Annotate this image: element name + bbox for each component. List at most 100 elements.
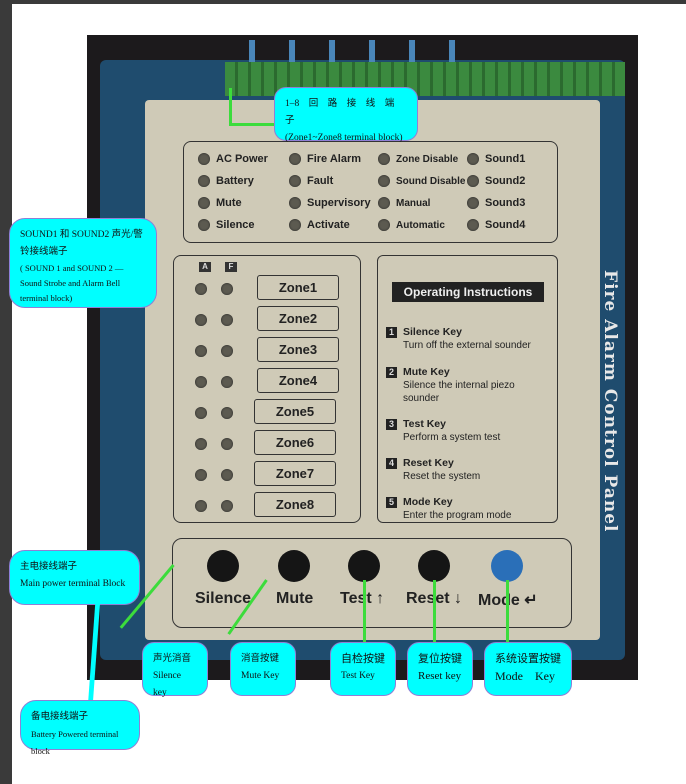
indicator-led: Sound4 [467,219,525,231]
arrow-reset [433,580,436,644]
alarm-led-icon [195,500,207,512]
callout-en: Mode Key [495,669,555,683]
page-edge [0,0,12,784]
instruction-desc: Enter the program mode [403,510,512,521]
callout-main-power: 主电接线端子 Main power terminal Block [9,550,140,605]
alarm-led-icon [195,283,207,295]
led-icon [198,197,210,209]
indicator-panel [183,141,558,243]
callout-cn: SOUND1 和 SOUND2 声光/警铃接线端子 [20,230,143,257]
callout-sound-terminals: SOUND1 和 SOUND2 声光/警铃接线端子 ( SOUND 1 and … [9,218,157,308]
indicator-label: Sound4 [485,219,526,231]
indicator-led: Fire Alarm [289,153,361,165]
fault-led-icon [221,469,233,481]
indicator-label: Sound3 [485,197,526,209]
indicator-led: Manual [378,197,430,209]
callout-cn: 1–8 回 路 接 线 端 子 [285,99,404,126]
indicator-led: Activate [289,219,350,231]
number-badge: 5 [386,497,397,508]
callout-en: Silence key [153,671,181,698]
callout-cn: 主电接线端子 [20,562,78,572]
indicator-led: Sound1 [467,153,525,165]
led-icon [467,153,479,165]
indicator-led: Mute [198,197,242,209]
zone-leds [195,438,247,450]
indicator-led: Fault [289,175,333,187]
fault-led-icon [221,376,233,388]
zone-label: Zone4 [257,368,339,393]
mute-key[interactable] [278,550,310,582]
zone-label: Zone5 [254,399,336,424]
silence-key[interactable] [207,550,239,582]
led-icon [289,153,301,165]
zone-panel [173,255,361,523]
test-key[interactable] [348,550,380,582]
test-key-label: Test ↑ [340,590,385,607]
instruction-desc: Turn off the external sounder [403,340,531,351]
instructions-panel [377,255,558,523]
callout-zone-terminals: 1–8 回 路 接 线 端 子 (Zone1~Zone8 terminal bl… [274,87,418,143]
instruction-key: Reset Key [403,457,454,469]
indicator-label: Fault [307,175,334,187]
indicator-label: Automatic [396,219,445,231]
callout-cn: 声光消音 [153,654,192,664]
zone-leds [195,376,247,388]
zone-leds [195,469,247,481]
callout-cn: 自检按键 [341,653,385,665]
resistors [235,40,455,64]
alarm-led-icon [195,314,207,326]
reset-key[interactable] [418,550,450,582]
alarm-led-icon [195,345,207,357]
callout-reset-key: 复位按键 Reset key [407,642,473,696]
callout-en: Main power terminal Block [20,579,126,589]
zone-label: Zone7 [254,461,336,486]
instruction-key: Mute Key [403,366,450,378]
led-icon [378,219,390,231]
zone-label: Zone2 [257,306,339,331]
indicator-led: Zone Disable [378,153,458,165]
fault-led-icon [221,500,233,512]
led-icon [289,197,301,209]
led-icon [467,219,479,231]
led-icon [198,219,210,231]
instruction-key: Test Key [403,418,446,430]
callout-en: Reset key [418,670,462,682]
panel-title: Fire Alarm Control Panel [600,270,620,533]
led-icon [198,153,210,165]
callout-cn: 复位按键 [418,653,462,665]
callout-en: ( SOUND 1 and SOUND 2 — Sound Strobe and… [20,263,124,303]
instruction-desc: Reset the system [403,471,481,482]
arrow-mode [506,580,509,644]
indicator-label: Supervisory [307,197,371,209]
number-badge: 2 [386,367,397,378]
alarm-led-icon [195,376,207,388]
column-f-label: F [225,262,237,272]
indicator-label: Activate [307,219,350,231]
alarm-led-icon [195,438,207,450]
keypad [172,538,572,628]
column-a-label: A [199,262,211,272]
callout-en: Test Key [341,671,375,681]
mute-key-label: Mute [276,590,314,607]
silence-key-label: Silence [195,590,252,607]
callout-cn: 消音按键 [241,654,280,664]
callout-mode-key: 系统设置按键 Mode Key [484,642,572,696]
callout-silence-key: 声光消音 Silence key [142,642,208,698]
zone-leds [195,314,247,326]
instructions-title: Operating Instructions [392,282,544,302]
led-icon [198,175,210,187]
mode-key[interactable] [491,550,523,582]
callout-test-key: 自检按键 Test Key [330,642,396,696]
indicator-label: Sound1 [485,153,526,165]
instruction-desc: Silence the internal piezo sounder [403,380,515,404]
led-icon [378,197,390,209]
arrow-zones-h [229,123,275,126]
instruction-key: Silence Key [403,326,462,338]
indicator-label: Zone Disable [396,153,459,165]
zone-label: Zone6 [254,430,336,455]
page-edge-top [0,0,686,4]
indicator-label: Mute [216,197,242,209]
